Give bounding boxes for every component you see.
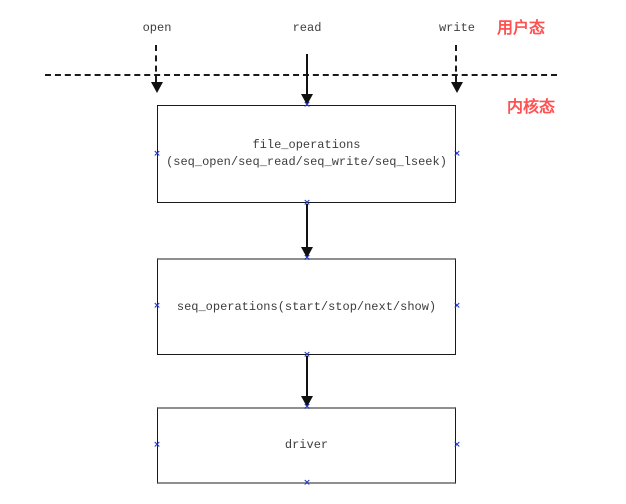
open-arrow-dashed-line — [155, 45, 157, 82]
arrow-fileops-to-seqops-head-icon — [301, 247, 313, 258]
file-operations-box: file_operations (seq_open/seq_read/seq_w… — [157, 105, 456, 203]
connection-point-icon: × — [303, 478, 311, 488]
connection-point-icon: × — [303, 350, 311, 360]
connection-point-icon: × — [453, 149, 461, 159]
user-kernel-boundary-line — [45, 74, 557, 76]
connection-point-icon: × — [303, 198, 311, 208]
user-space-label: 用户态 — [497, 20, 546, 37]
read-arrowhead-icon — [301, 94, 313, 105]
connection-point-icon: × — [453, 440, 461, 450]
connection-point-icon: × — [303, 253, 311, 263]
driver-title: driver — [284, 438, 329, 452]
connection-point-icon: × — [153, 440, 161, 450]
arrow-seqops-to-driver-head-icon — [301, 396, 313, 407]
read-arrow-line — [306, 54, 308, 95]
arrow-seqops-to-driver-line — [306, 356, 308, 397]
write-arrowhead-icon — [451, 82, 463, 93]
arrow-fileops-to-seqops-line — [306, 204, 308, 248]
driver-box: driver — [157, 407, 456, 484]
connection-point-icon: × — [153, 149, 161, 159]
connection-point-icon: × — [303, 402, 311, 412]
seq-operations-box: seq_operations(start/stop/next/show) — [157, 258, 456, 355]
kernel-space-label: 内核态 — [507, 99, 556, 116]
open-arrowhead-icon — [151, 82, 163, 93]
connection-point-icon: × — [303, 100, 311, 110]
file-operations-title: file_operations — [252, 138, 361, 152]
read-label: read — [292, 21, 322, 35]
write-label: write — [438, 21, 475, 35]
write-arrow-dashed-line — [455, 45, 457, 82]
seq-operations-title: seq_operations(start/stop/next/show) — [176, 299, 437, 314]
open-label: open — [142, 21, 172, 35]
file-operations-subtitle: (seq_open/seq_read/seq_write/seq_lseek) — [166, 155, 447, 169]
connection-point-icon: × — [453, 301, 461, 311]
connection-point-icon: × — [153, 301, 161, 311]
